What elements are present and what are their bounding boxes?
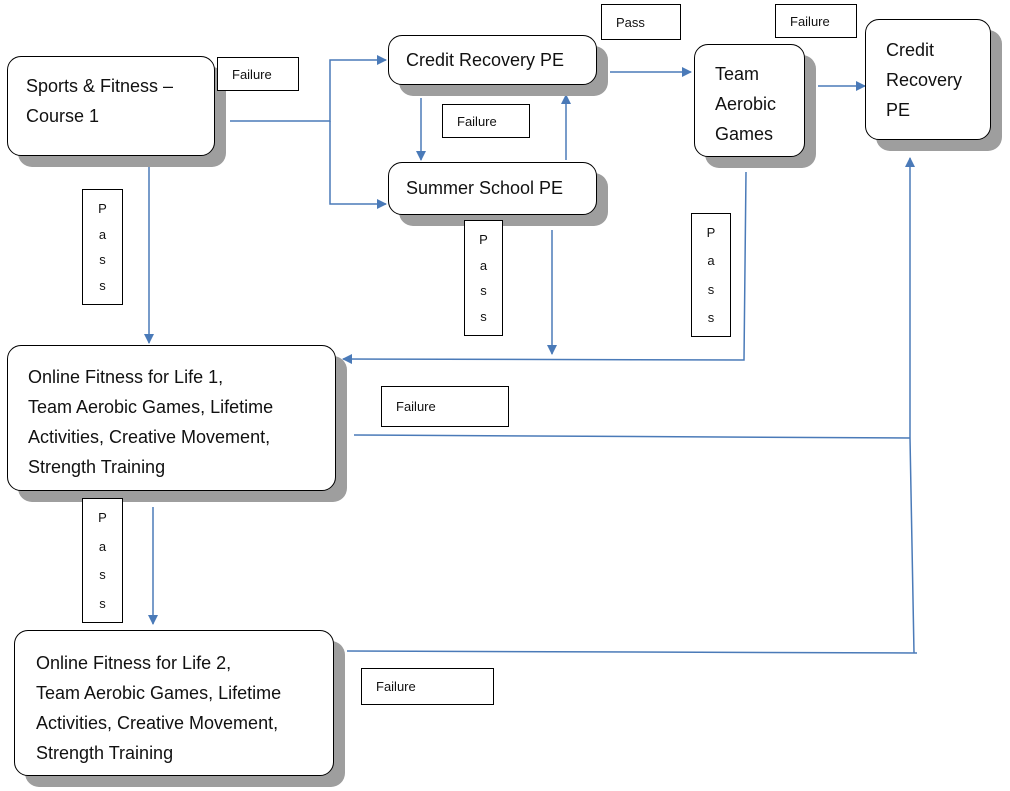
label-pass-char: P [706, 225, 716, 240]
node-text-line: Strength Training [36, 743, 174, 763]
node-team-aerobic-games: Team Aerobic Games [694, 44, 805, 157]
label-failure-sports: Failure [217, 57, 299, 91]
node-text-line: Course 1 [26, 106, 100, 126]
node-text-line: Team Aerobic Games, Lifetime [28, 397, 274, 417]
node-credit-recovery-pe: Credit Recovery PE [388, 35, 597, 85]
label-pass-char: s [707, 309, 715, 325]
label-pass-credit-to-team: Pass [601, 4, 681, 40]
arrow-sports-to-credit-recovery [230, 55, 387, 122]
arrow-up-to-credit-recovery-2 [905, 157, 915, 654]
node-text-line: Team [715, 64, 760, 84]
label-pass-char: P [98, 510, 107, 525]
label-failure-ofl2: Failure [361, 668, 494, 705]
arrow-sports-to-summer-school [329, 121, 387, 209]
label-pass-char: s [480, 308, 487, 324]
label-pass-team-aerobic: P a s s [691, 213, 731, 337]
node-text-line: Online Fitness for Life 1, [28, 367, 224, 387]
node-text-line: Activities, Creative Movement, [36, 713, 279, 733]
node-online-fitness-for-life-2: Online Fitness for Life 2, Team Aerobic … [14, 630, 334, 776]
label-failure-credit-summer: Failure [442, 104, 530, 138]
label-pass-char: s [99, 252, 106, 268]
node-text-line: Credit Recovery PE [406, 50, 565, 70]
arrow-ofl2-failure-line [346, 650, 918, 654]
node-text-line: Team Aerobic Games, Lifetime [36, 683, 282, 703]
label-pass-sports: P a s s [82, 189, 123, 305]
node-text-line: Online Fitness for Life 2, [36, 653, 232, 673]
node-text-line: Activities, Creative Movement, [28, 427, 271, 447]
node-online-fitness-for-life-1: Online Fitness for Life 1, Team Aerobic … [7, 345, 336, 491]
node-summer-school-pe: Summer School PE [388, 162, 597, 215]
label-pass-char: P [479, 232, 488, 247]
node-text-line: Sports & Fitness – [26, 76, 174, 96]
node-text-line: Strength Training [28, 457, 166, 477]
node-text-line: Summer School PE [406, 178, 564, 198]
label-failure-team-aerobic: Failure [775, 4, 857, 38]
label-pass-summer-school: P a s s [464, 220, 503, 336]
node-text-line: Credit [886, 40, 935, 60]
node-text-line: PE [886, 100, 911, 120]
node-sports-fitness-course-1: Sports & Fitness – Course 1 [7, 56, 215, 156]
label-pass-char: a [479, 257, 488, 273]
label-failure-ofl1: Failure [381, 386, 509, 427]
node-text-line: Games [715, 124, 774, 144]
label-pass-char: a [98, 226, 107, 242]
label-pass-char: s [99, 277, 106, 293]
node-credit-recovery-pe-final: Credit Recovery PE [865, 19, 991, 140]
label-pass-char: s [707, 281, 715, 297]
label-pass-char: a [98, 538, 107, 554]
arrow-ofl1-failure-line [353, 434, 911, 439]
label-pass-char: s [99, 595, 106, 611]
arrow-team-aerobic-to-ofl1 [342, 171, 747, 365]
label-pass-ofl1: P a s s [82, 498, 123, 623]
node-text-line: Recovery [886, 70, 963, 90]
label-pass-char: a [707, 253, 715, 269]
node-text-line: Aerobic [715, 94, 777, 114]
label-pass-char: P [98, 201, 107, 216]
label-pass-char: s [480, 283, 487, 299]
label-pass-char: s [99, 567, 106, 583]
